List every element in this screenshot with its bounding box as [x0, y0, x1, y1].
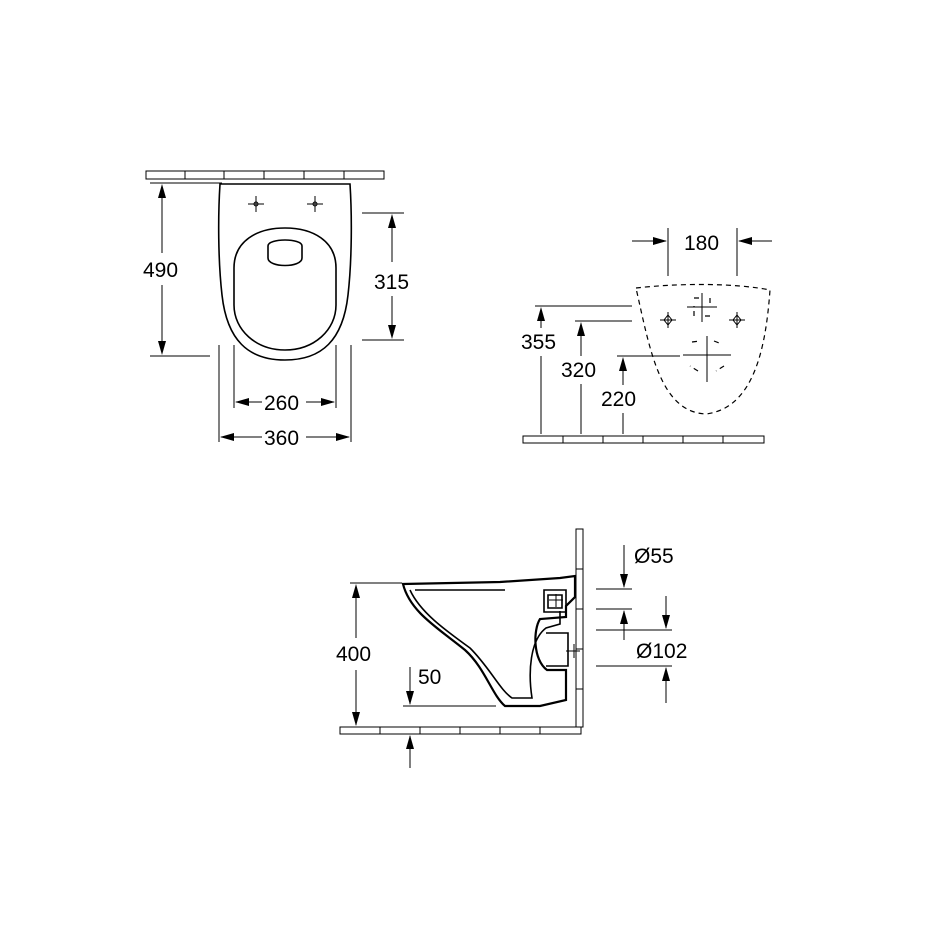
wall-strip-top: [145, 170, 385, 180]
rear-view: 180 355 320 220: [521, 228, 772, 444]
label-490: 490: [143, 259, 178, 282]
label-d55: Ø55: [634, 545, 674, 568]
dimension-355: 355: [521, 305, 632, 434]
dimension-d102: Ø102: [596, 596, 687, 703]
label-315: 315: [374, 271, 409, 294]
dimension-260: 260: [233, 345, 337, 415]
label-400: 400: [336, 643, 371, 666]
fixing-point-left: [660, 312, 676, 328]
dimension-d55: Ø55: [596, 545, 674, 640]
wall-strip-side: [575, 528, 584, 728]
dimension-320: 320: [561, 320, 632, 434]
fixing-point-right: [729, 312, 745, 328]
label-260: 260: [264, 392, 299, 415]
label-320: 320: [561, 359, 596, 382]
floor-strip-side: [339, 726, 582, 735]
label-d102: Ø102: [636, 640, 687, 663]
flush-opening-top: [267, 239, 303, 267]
dimension-360: 360: [218, 345, 352, 450]
bowl-outline-dashed: [635, 283, 771, 415]
outlet-position: [683, 336, 731, 382]
inlet-position: [687, 293, 717, 322]
side-view: 400 50 Ø55 Ø102: [336, 528, 687, 768]
label-50: 50: [418, 666, 441, 689]
dimension-490: 490: [143, 182, 222, 357]
bowl-outline-top: [217, 183, 353, 361]
label-355: 355: [521, 331, 556, 354]
top-view: 490 315 260: [143, 170, 409, 450]
dimension-315: 315: [362, 212, 409, 341]
label-220: 220: [601, 388, 636, 411]
floor-strip-rear: [522, 435, 765, 444]
dimension-400: 400: [336, 582, 402, 726]
bowl-rim-top: [233, 227, 337, 351]
dimension-220: 220: [601, 355, 680, 434]
bowl-profile-side: [401, 574, 577, 708]
dimension-50: 50: [403, 666, 496, 768]
dimension-180: 180: [632, 228, 772, 276]
outlet-socket: [546, 632, 569, 667]
inlet-socket: [543, 589, 567, 613]
fixing-hole-right: [307, 196, 323, 212]
bowl-inner-profile: [409, 589, 561, 699]
fixing-hole-left: [248, 196, 264, 212]
label-360: 360: [264, 427, 299, 450]
label-180: 180: [684, 232, 719, 255]
